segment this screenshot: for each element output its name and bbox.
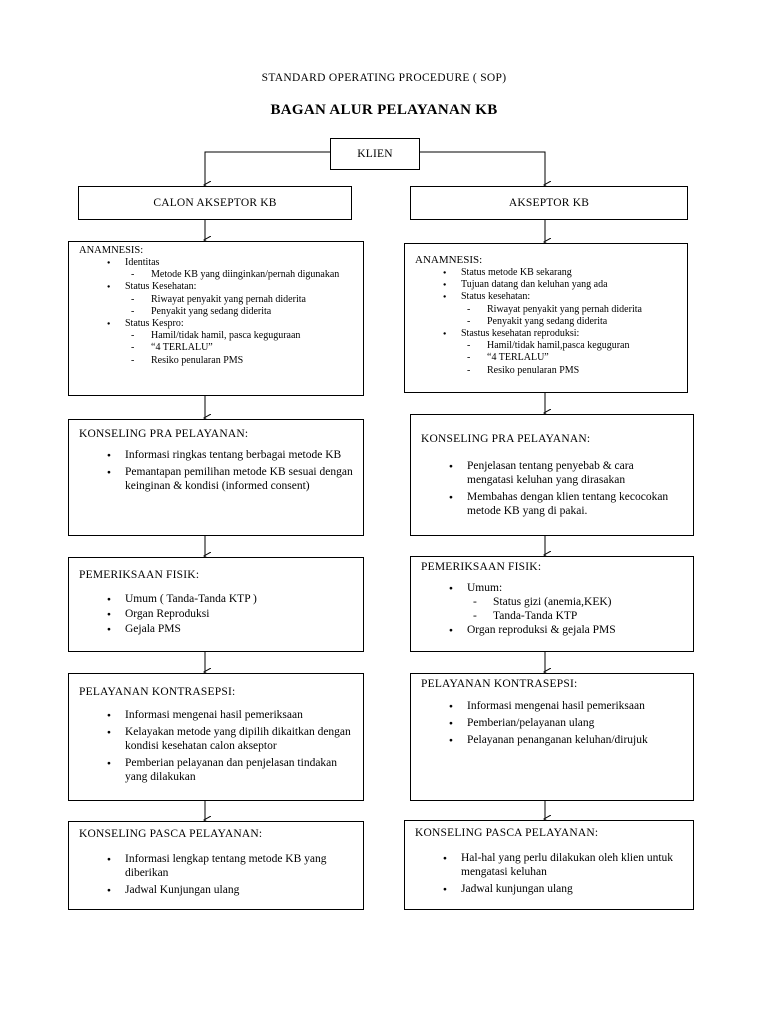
list-item: Informasi ringkas tentang berbagai metod…	[79, 448, 353, 463]
list-item: Informasi mengenai hasil pemeriksaan	[79, 708, 353, 723]
list-item: Informasi lengkap tentang metode KB yang…	[79, 852, 353, 880]
list-item: Jadwal kunjungan ulang	[415, 882, 683, 897]
list-item: Jadwal Kunjungan ulang	[79, 883, 353, 898]
right-konseling-pra-heading: KONSELING PRA PELAYANAN:	[421, 433, 591, 445]
list-item: Resiko penularan PMS	[415, 365, 677, 377]
left-konseling-pasca-heading: KONSELING PASCA PELAYANAN:	[79, 828, 263, 840]
right-anamnesis-box: ANAMNESIS: Status metode KB sekarang Tuj…	[404, 243, 688, 393]
list-item: Umum ( Tanda-Tanda KTP )	[79, 592, 353, 607]
list-item: Informasi mengenai hasil pemeriksaan	[421, 699, 683, 714]
list-item: Status kesehatan:	[415, 291, 677, 303]
list-item: “4 TERLALU”	[415, 352, 677, 364]
right-konseling-pasca-box: KONSELING PASCA PELAYANAN: Hal-hal yang …	[404, 820, 694, 910]
list-item: Hamil/tidak hamil, pasca keguguraan	[79, 330, 353, 342]
list-item: Tujuan datang dan keluhan yang ada	[415, 279, 677, 291]
calon-akseptor-box: CALON AKSEPTOR KB	[78, 186, 352, 220]
right-pemeriksaan-heading: PEMERIKSAAN FISIK:	[421, 561, 542, 573]
list-item: Resiko penularan PMS	[79, 355, 353, 367]
left-pemeriksaan-heading: PEMERIKSAAN FISIK:	[79, 569, 200, 581]
list-item: Membahas dengan klien tentang kecocokan …	[421, 490, 683, 518]
list-item: Organ reproduksi & gejala PMS	[421, 623, 683, 638]
right-kontrasepsi-heading: PELAYANAN KONTRASEPSI:	[421, 678, 578, 690]
sop-header: STANDARD OPERATING PROCEDURE ( SOP)	[261, 72, 507, 84]
connector-klien-right	[420, 151, 545, 185]
list-item: Status gizi (anemia,KEK)	[421, 595, 683, 609]
left-konseling-pra-box: KONSELING PRA PELAYANAN: Informasi ringk…	[68, 419, 364, 536]
right-konseling-pasca-heading: KONSELING PASCA PELAYANAN:	[415, 827, 599, 839]
list-item: Riwayat penyakit yang pernah diderita	[415, 304, 677, 316]
page-title: BAGAN ALUR PELAYANAN KB	[270, 102, 498, 118]
list-item: Penyakit yang sedang diderita	[415, 316, 677, 328]
left-kontrasepsi-heading: PELAYANAN KONTRASEPSI:	[79, 686, 236, 698]
list-item: Pemantapan pemilihan metode KB sesuai de…	[79, 465, 353, 493]
right-kontrasepsi-box: PELAYANAN KONTRASEPSI: Informasi mengena…	[410, 673, 694, 801]
list-item: Status Kesehatan:	[79, 281, 353, 293]
list-item: Stastus kesehatan reproduksi:	[415, 328, 677, 340]
list-item: Pemberian/pelayanan ulang	[421, 716, 683, 731]
right-konseling-pra-box: KONSELING PRA PELAYANAN: Penjelasan tent…	[410, 414, 694, 536]
left-kontrasepsi-box: PELAYANAN KONTRASEPSI: Informasi mengena…	[68, 673, 364, 801]
list-item: Pelayanan penanganan keluhan/dirujuk	[421, 733, 683, 748]
left-anamnesis-heading: ANAMNESIS:	[79, 245, 144, 256]
list-item: Organ Reproduksi	[79, 607, 353, 622]
list-item: Gejala PMS	[79, 622, 353, 637]
list-item: Kelayakan metode yang dipilih dikaitkan …	[79, 725, 353, 753]
list-item: Penjelasan tentang penyebab & cara menga…	[421, 459, 683, 487]
left-konseling-pasca-box: KONSELING PASCA PELAYANAN: Informasi len…	[68, 821, 364, 910]
list-item: Status metode KB sekarang	[415, 267, 677, 279]
right-pemeriksaan-box: PEMERIKSAAN FISIK: Umum: Status gizi (an…	[410, 556, 694, 652]
list-item: Pemberian pelayanan dan penjelasan tinda…	[79, 756, 353, 784]
right-anamnesis-heading: ANAMNESIS:	[415, 254, 483, 266]
list-item: Penyakit yang sedang diderita	[79, 306, 353, 318]
left-anamnesis-box: ANAMNESIS: Identitas Metode KB yang diin…	[68, 241, 364, 396]
list-item: Tanda-Tanda KTP	[421, 609, 683, 623]
akseptor-box: AKSEPTOR KB	[410, 186, 688, 220]
left-konseling-pra-heading: KONSELING PRA PELAYANAN:	[79, 428, 249, 440]
list-item: Umum:	[421, 581, 683, 596]
list-item: Riwayat penyakit yang pernah diderita	[79, 294, 353, 306]
list-item: Identitas	[79, 257, 353, 269]
left-pemeriksaan-box: PEMERIKSAAN FISIK: Umum ( Tanda-Tanda KT…	[68, 557, 364, 652]
klien-box: KLIEN	[330, 138, 420, 170]
list-item: Hamil/tidak hamil,pasca keguguran	[415, 340, 677, 352]
list-item: “4 TERLALU”	[79, 342, 353, 354]
list-item: Hal-hal yang perlu dilakukan oleh klien …	[415, 851, 683, 879]
list-item: Status Kespro:	[79, 318, 353, 330]
list-item: Metode KB yang diinginkan/pernah digunak…	[79, 269, 353, 281]
connector-klien-left	[205, 151, 330, 185]
